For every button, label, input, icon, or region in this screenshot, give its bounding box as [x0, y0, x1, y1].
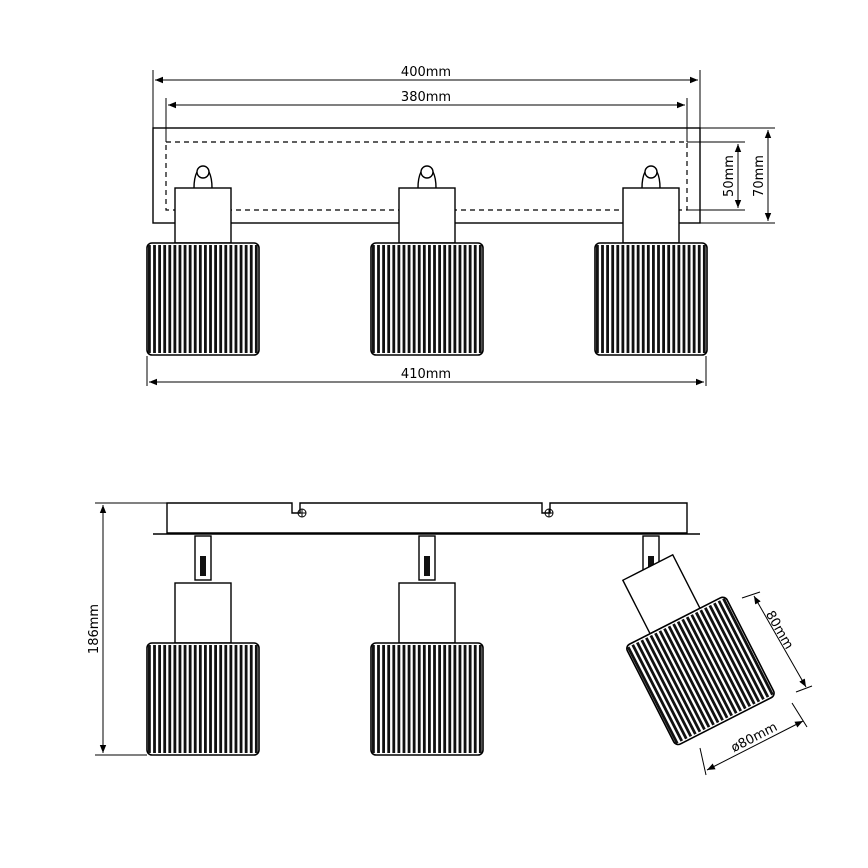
dimension-410mm: 410mm [146, 356, 707, 386]
lamp-holder [174, 187, 232, 244]
dim-label-70mm: 70mm [752, 155, 767, 197]
tilted-lamp-body [621, 553, 775, 746]
ribbed-shade [626, 596, 775, 746]
dim-label-diameter: ø80mm [729, 720, 780, 756]
front-spotlights [146, 165, 708, 356]
dim-label-410mm: 410mm [401, 367, 451, 382]
dimension-380mm: 380mm [165, 90, 688, 142]
side-mounting-plate [153, 502, 700, 535]
side-spotlights [146, 535, 484, 756]
front-spotlight [146, 165, 260, 356]
swivel-knob-icon [196, 165, 210, 179]
swivel-knob-icon [644, 165, 658, 179]
swivel-knob-icon [420, 165, 434, 179]
dimension-186mm: 186mm [87, 502, 167, 756]
side-view: 186mm 80mm ø80mm [87, 502, 813, 776]
ribbed-shade [370, 242, 484, 356]
front-spotlight [370, 165, 484, 356]
dimension-50mm: 50mm [687, 141, 745, 211]
front-spotlight [594, 165, 708, 356]
dim-label-186mm: 186mm [87, 604, 102, 654]
ribbed-shade [594, 242, 708, 356]
dim-label-380mm: 380mm [401, 90, 451, 105]
ribbed-shade [370, 642, 484, 756]
tilted-spotlight [621, 535, 775, 746]
dimension-70mm: 70mm [700, 127, 775, 224]
ribbed-shade [146, 242, 260, 356]
dimension-400mm: 400mm [152, 65, 701, 128]
dim-label-50mm: 50mm [722, 155, 737, 197]
dim-label-80mm: 80mm [762, 608, 796, 652]
dim-label-400mm: 400mm [401, 65, 451, 80]
ribbed-shade [146, 642, 260, 756]
lamp-holder [174, 582, 232, 644]
lamp-holder [398, 582, 456, 644]
side-spotlight [146, 535, 260, 756]
front-view: 400mm 380mm 50mm 70mm [146, 65, 775, 386]
lamp-holder [622, 187, 680, 244]
lamp-holder [398, 187, 456, 244]
side-spotlight [370, 535, 484, 756]
